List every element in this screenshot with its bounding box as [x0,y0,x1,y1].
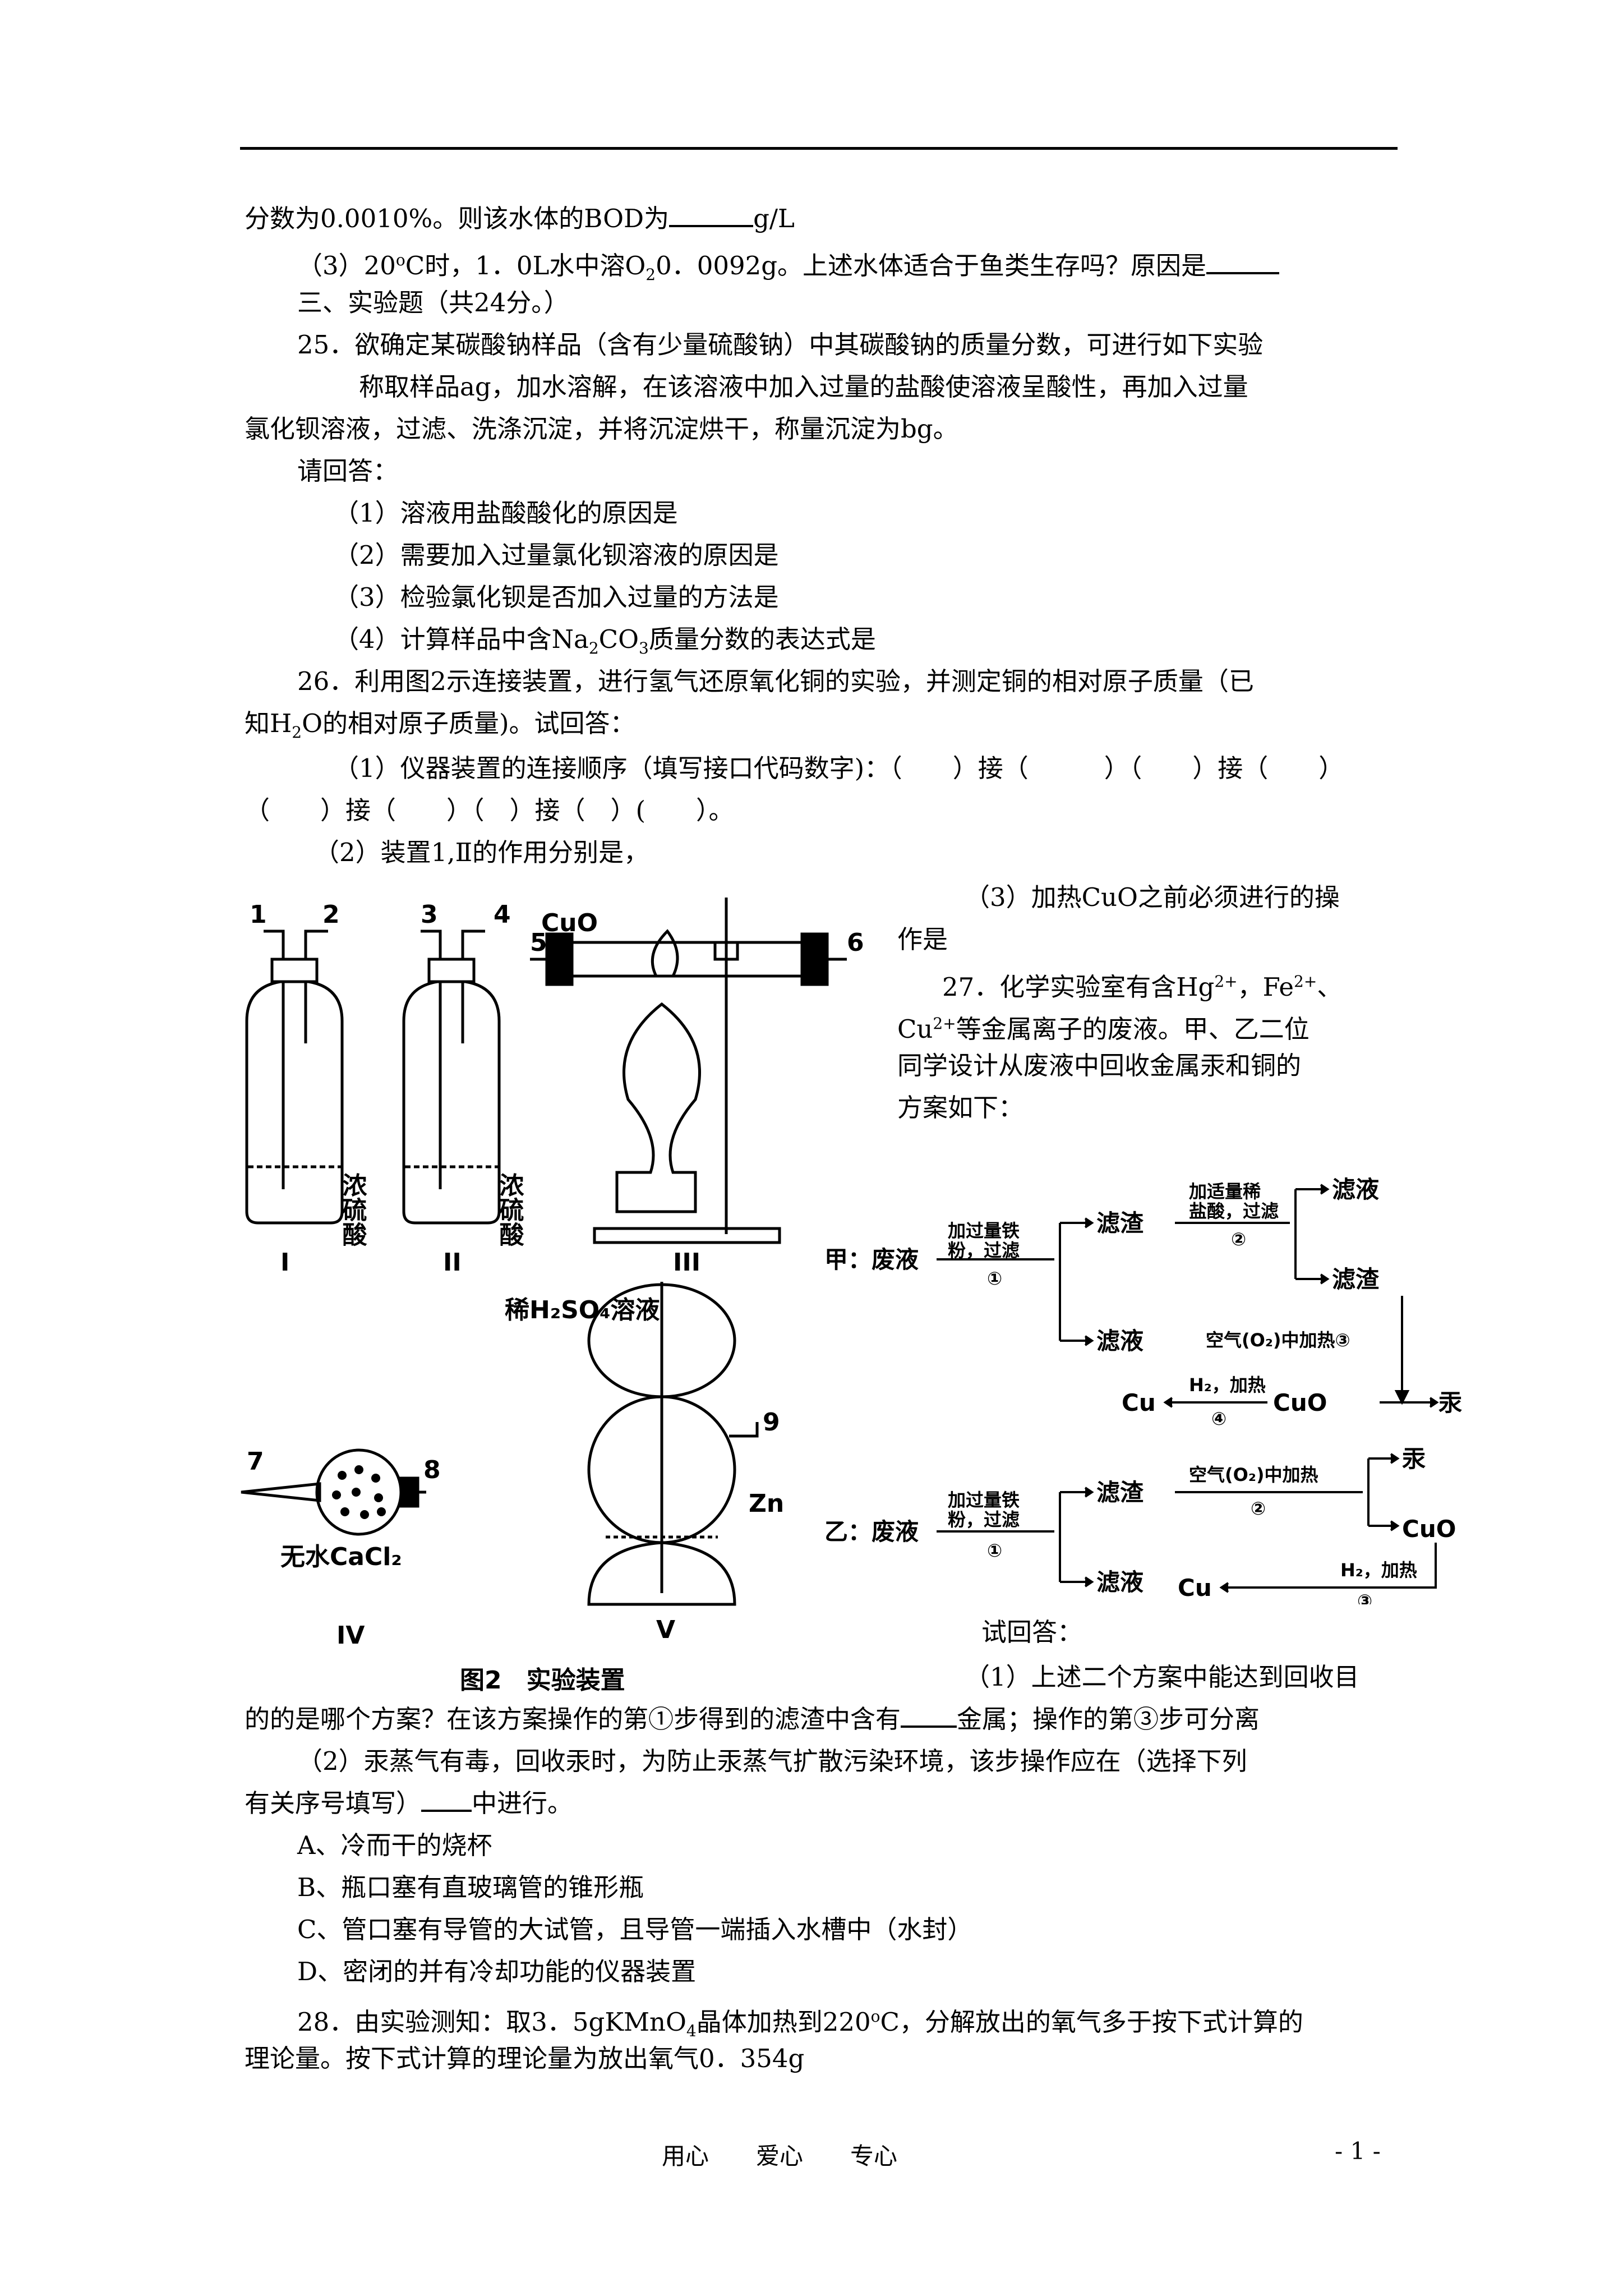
jia-residue-2: 滤渣 [1332,1266,1380,1293]
roman-2: II [443,1248,462,1277]
drying-tube-4 [241,1448,426,1536]
cacl2-granules [332,1465,386,1519]
yi-circle3: ③ [1357,1590,1372,1604]
jia-step1-text1: 加过量铁 [948,1220,1020,1241]
jia-cuo: CuO [1273,1389,1327,1416]
text-line: （3）加热CuO之前必须进行的操 [965,882,1340,912]
text-line: （2）需要加入过量氯化钡溶液的原因是 [334,540,779,570]
text-line: 27．化学实验室有含Hg2+，Fe2+、 [942,972,1343,1002]
roman-4: IV [336,1621,365,1650]
text-line: （4）计算样品中含Na2CO3质量分数的表达式是 [334,624,876,657]
jia-hcl-text2: 盐酸，过滤 [1189,1200,1279,1222]
jia-filtrate: 滤液 [1096,1327,1144,1355]
text-line: 氯化钡溶液，过滤、洗涤沉淀，并将沉淀烘干，称量沉淀为bg。 [245,414,958,444]
yi-step1-text2: 粉，过滤 [948,1509,1020,1530]
yi-hg: 汞 [1402,1445,1426,1473]
yi-label: 乙：废液 [824,1518,919,1545]
acid-label-1: 浓硫酸 [338,1172,367,1246]
text-line: （3）检验氯化钡是否加入过量的方法是 [334,582,779,612]
port-4: 4 [494,900,511,929]
acid-label-2: 浓硫酸 [495,1172,524,1246]
footer-slogan: 用心 爱心 专心 [662,2142,898,2170]
jia-circle1: ① [987,1268,1002,1289]
text-line: （ ）接（ ）（ ）接（ ）( ）。 [245,795,734,825]
roman-3: III [673,1248,700,1277]
jia-filtrate-2: 滤液 [1332,1176,1379,1203]
text-line: 同学设计从废液中回收金属汞和铜的 [897,1051,1302,1080]
jia-step1-text2: 粉，过滤 [948,1240,1020,1261]
kipp-generator-5 [587,1282,759,1606]
yi-circle2: ② [1251,1498,1266,1519]
text-line: 请回答： [297,456,399,486]
cacl2-label: 无水CaCl₂ [280,1543,402,1571]
yi-filtrate: 滤液 [1096,1568,1144,1596]
text-line: 知H2O的相对原子质量)。试回答： [245,708,635,742]
text-line: 作是 [897,924,948,954]
text-line: 26．利用图2示连接装置，进行氢气还原氧化铜的实验，并测定铜的相对原子质量（已 [297,666,1254,696]
jia-hcl-text1: 加适量稀 [1189,1181,1261,1202]
answer-blank [901,1703,957,1728]
jia-label: 甲：废液 [824,1246,919,1273]
port-2: 2 [322,900,340,929]
text-line: 理论量。按下式计算的理论量为放出氧气0．354g [245,2044,805,2073]
text-line: （1）上述二个方案中能达到回收目 [965,1662,1359,1692]
text-line: （2）装置1,Ⅱ的作用分别是， [314,838,649,867]
text-line: 28．由实验测知：取3．5gKMnO4晶体加热到220oC，分解放出的氧气多于按… [297,2007,1303,2040]
option-d: D、密闭的并有冷却功能的仪器装置 [297,1957,697,1986]
figure-caption: 图2 实验装置 [460,1666,625,1695]
wash-bottle-1 [245,930,344,1225]
port-8: 8 [423,1456,441,1484]
jia-air-heat: 空气(O₂)中加热③ [1206,1329,1350,1351]
header-rule [240,147,1398,150]
section-heading: 三、实验题（共24分。） [297,288,569,318]
text-line: 有关序号填写）中进行。 [245,1787,573,1818]
recovery-flowchart: 甲：废液 加过量铁 粉，过滤 ① 滤渣 滤液 加适量稀 盐酸，过滤 ② 滤液 滤… [824,1176,1462,1604]
text-line: 方案如下： [897,1093,1024,1122]
yi-cu: Cu [1178,1574,1212,1602]
text-line: （1）仪器装置的连接顺序（填写接口代码数字)：（ ）接（ ）（ ）接（ ） [334,753,1344,783]
option-c: C、管口塞有导管的大试管，且导管一端插入水槽中（水封） [297,1915,973,1944]
port-7: 7 [247,1447,264,1476]
cuo-label: CuO [541,909,598,937]
answer-blank [669,203,754,227]
answer-blank [421,1787,472,1812]
text-line: 25．欲确定某碳酸钠样品（含有少量硫酸钠）中其碳酸钠的质量分数，可进行如下实验 [297,330,1264,360]
dilute-acid-label: 稀H₂SO₄溶液 [505,1296,660,1324]
apparatus-figure: CuO 1 2 3 4 5 6 7 8 9 浓硫酸 浓硫酸 稀H₂SO₄溶液 Z… [241,898,864,1695]
port-9: 9 [763,1408,780,1437]
roman-1: I [280,1248,289,1277]
jia-circle2: ② [1231,1228,1246,1250]
yi-circle1: ① [987,1540,1002,1561]
text-line: 的的是哪个方案？在该方案操作的第①步得到的滤渣中含有金属；操作的第③步可分离 [245,1703,1260,1734]
jia-cu: Cu [1122,1389,1156,1416]
jia-h2-heat: H₂，加热 [1189,1374,1266,1396]
text-line: 试回答： [981,1617,1083,1647]
yi-h2-heat: H₂，加热 [1340,1559,1417,1581]
text-line: Cu2+等金属离子的废液。甲、乙二位 [897,1014,1310,1044]
yi-cuo: CuO [1402,1515,1456,1543]
jia-circle4: ④ [1211,1408,1227,1429]
port-5: 5 [530,928,547,957]
option-b: B、瓶口塞有直玻璃管的锥形瓶 [297,1872,644,1902]
yi-residue: 滤渣 [1096,1479,1144,1506]
text-line: 称取样品ag，加水溶解，在该溶液中加入过量的盐酸使溶液呈酸性，再加入过量 [359,372,1248,402]
port-6: 6 [847,928,864,957]
wash-bottle-2 [402,930,501,1225]
text-line: （3）20oC时，1．0L水中溶O20．0092g。上述水体适合于鱼类生存吗？原… [297,243,1280,292]
heating-tube-3 [530,898,847,1244]
jia-hg: 汞 [1438,1389,1462,1416]
option-a: A、冷而干的烧杯 [297,1830,492,1860]
roman-5: V [656,1616,675,1644]
port-3: 3 [421,900,438,929]
page-number: - 1 - [1335,2137,1381,2165]
yi-step1-text1: 加过量铁 [948,1489,1020,1511]
text-line: （1）溶液用盐酸酸化的原因是 [334,498,678,528]
answer-blank [1206,250,1280,274]
jia-residue: 滤渣 [1096,1209,1144,1237]
yi-air-heat: 空气(O₂)中加热 [1189,1464,1318,1485]
zn-label: Zn [749,1489,784,1518]
port-1: 1 [250,900,267,929]
text-line: （2）汞蒸气有毒，回收汞时，为防止汞蒸气扩散污染环境，该步操作应在（选择下列 [297,1746,1247,1776]
